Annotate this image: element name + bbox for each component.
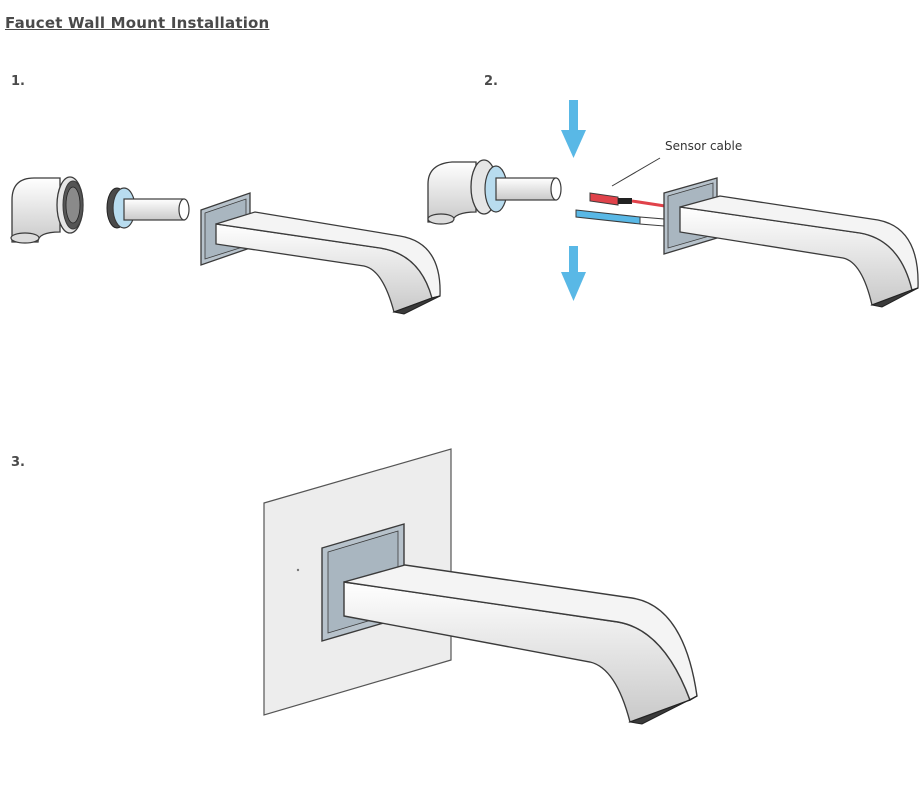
spout-icon [321, 523, 698, 725]
arrow-down-icon [561, 100, 586, 158]
elbow-fitting-icon [427, 159, 562, 225]
step-2-illustration [427, 100, 919, 308]
arrow-down-icon [561, 246, 586, 301]
step-1-illustration [10, 176, 441, 315]
step-2-label: 2. [484, 74, 498, 89]
page-title: Faucet Wall Mount Installation [5, 14, 270, 32]
step-3-label: 3. [11, 455, 25, 470]
spout-icon [663, 177, 919, 308]
sensor-cable-icon [575, 157, 666, 227]
sensor-cable-label: Sensor cable [665, 139, 743, 153]
step-1-label: 1. [11, 74, 25, 89]
elbow-fitting-icon [10, 176, 84, 244]
threaded-nipple-icon [106, 187, 190, 229]
spout-icon [200, 192, 441, 315]
step-3-illustration [263, 448, 698, 725]
